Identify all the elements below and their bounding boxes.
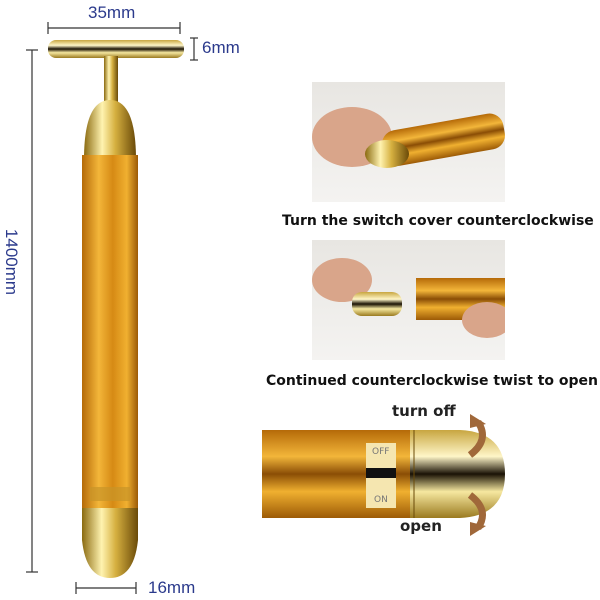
step-1-caption: Turn the switch cover counterclockwise — [282, 213, 594, 229]
bar-thickness-dimension: 6mm — [202, 38, 240, 57]
off-marking: OFF — [372, 447, 390, 457]
length-dimension: 1400mm — [2, 228, 22, 296]
open-label: open — [400, 517, 442, 535]
diameter-dimension: 16mm — [148, 578, 196, 597]
width-dimension: 35mm — [88, 3, 136, 22]
on-marking: ON — [374, 495, 388, 505]
step-1-photo — [312, 82, 505, 202]
turn-off-label: turn off — [392, 402, 456, 420]
dimension-lines — [26, 22, 198, 594]
step-2-caption: Continued counterclockwise twist to open — [266, 373, 598, 389]
step-2-photo — [312, 240, 505, 360]
